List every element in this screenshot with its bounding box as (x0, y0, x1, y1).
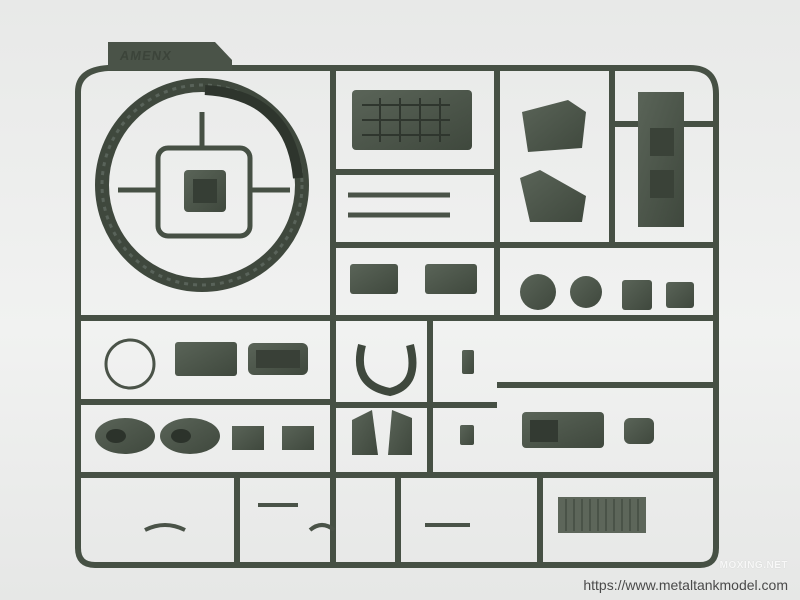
ladder-part (638, 92, 684, 227)
source-url: https://www.metaltankmodel.com (583, 577, 788, 593)
box-part (350, 264, 398, 294)
brand-mark: AMENX (118, 48, 174, 63)
ring-part (95, 78, 309, 292)
box-part (175, 342, 237, 376)
link-part (460, 350, 474, 445)
plate-part (232, 426, 264, 450)
round-part (570, 276, 602, 308)
fender-part (522, 100, 586, 152)
wire-ring (104, 338, 156, 390)
square-part (624, 418, 654, 444)
bracket-part (352, 410, 378, 455)
handle-part (355, 344, 417, 397)
rail-parts (348, 192, 450, 218)
inner-frame (118, 112, 290, 239)
small-hook-parts (144, 503, 470, 532)
bracket-part (388, 410, 412, 455)
grille-part (352, 90, 472, 150)
radiator-part (558, 497, 646, 533)
fender-part (520, 170, 586, 222)
box-part (425, 264, 477, 294)
sprue-frame (75, 65, 719, 568)
small-box-part (622, 280, 652, 310)
small-box-part (666, 282, 694, 308)
watermark: MOXING.NET (719, 560, 788, 571)
plate-part (282, 426, 314, 450)
brand-tab (108, 42, 232, 70)
round-part (520, 274, 556, 310)
